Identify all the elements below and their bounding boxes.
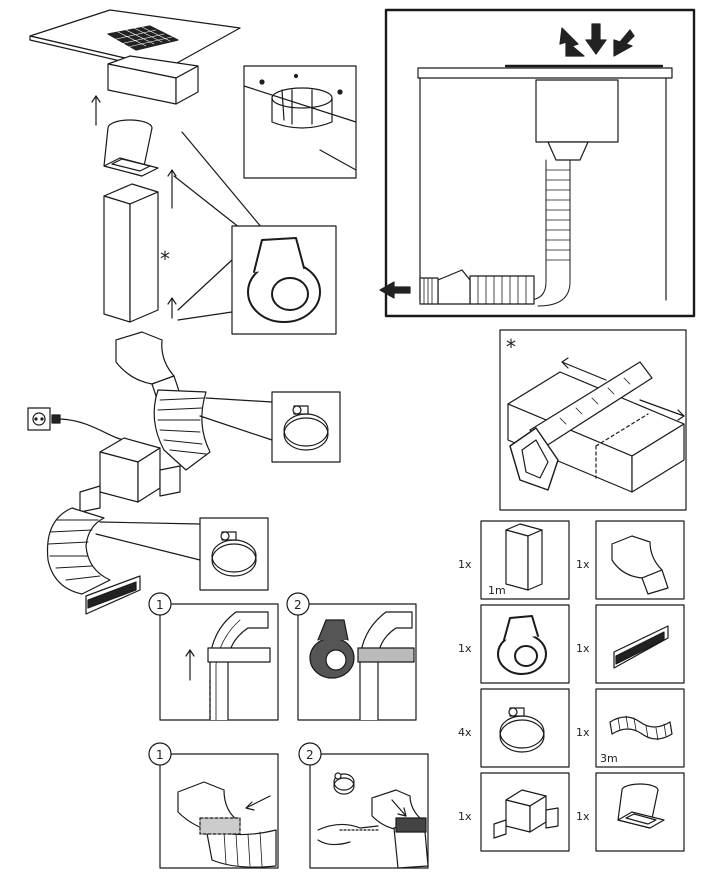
step-panel-b1 (148, 742, 279, 869)
step-b2-number: 2 (306, 748, 314, 762)
inventory-clamp-box (480, 688, 570, 768)
inventory-box-qty: 1x (458, 810, 472, 823)
step-panel-b2 (298, 742, 429, 869)
overview-panel (379, 8, 696, 318)
saw-asterisk: * (506, 335, 516, 359)
saw-cut-panel: * (499, 329, 687, 511)
step-a1-number: 1 (156, 598, 164, 612)
left-arrow-icon (379, 281, 411, 299)
up-arrow-icon (91, 95, 177, 319)
detail-clamp-lower (199, 517, 269, 591)
inventory-flex-qty: 1x (576, 726, 590, 739)
inventory-adapter-box (595, 772, 685, 852)
inventory-flex-note: 3m (600, 752, 618, 765)
inventory-tape-box (480, 604, 570, 684)
detail-tape (231, 225, 337, 335)
inventory-duct-box (480, 520, 570, 600)
inventory-grille-box (595, 604, 685, 684)
hob-with-hood (29, 9, 241, 105)
detail-hood-outlet (243, 65, 357, 179)
down-arrow-icon (559, 23, 635, 57)
step-b1-number: 1 (156, 748, 164, 762)
detail-clamp-upper (271, 391, 341, 463)
flexible-duct-upper (153, 389, 211, 471)
inventory-flex-box (595, 688, 685, 768)
straight-duct (103, 183, 159, 323)
inventory-duct-qty: 1x (458, 558, 472, 571)
round-to-flat-adapter (103, 119, 159, 177)
flexible-duct-lower (46, 507, 111, 595)
step-panel-a1 (148, 592, 279, 721)
inventory-tape-qty: 1x (458, 642, 472, 655)
vent-grille (85, 575, 141, 615)
step-panel-a2 (286, 592, 417, 721)
inventory-grille-qty: 1x (576, 642, 590, 655)
step-a2-number: 2 (294, 598, 302, 612)
inventory-adapter-qty: 1x (576, 810, 590, 823)
fan-box (79, 437, 181, 513)
inventory-clamp-qty: 4x (458, 726, 472, 739)
inventory-bend-box (595, 520, 685, 600)
inventory-duct-note: 1m (488, 584, 506, 597)
inventory-bend-qty: 1x (576, 558, 590, 571)
inventory-box-box (480, 772, 570, 852)
cut-asterisk: * (160, 247, 170, 271)
power-socket-icon (27, 407, 125, 441)
